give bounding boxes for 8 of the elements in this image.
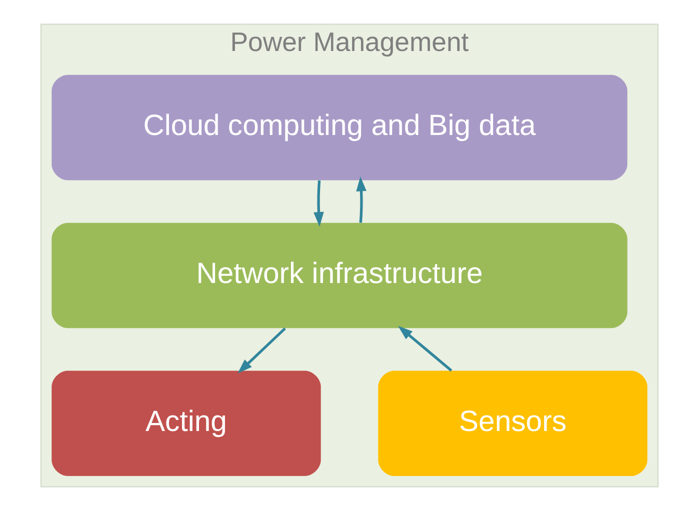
arrow [313, 180, 324, 227]
arrow [237, 327, 286, 374]
arrow [356, 176, 366, 223]
node-box: Cloud computing and Big data [51, 74, 627, 180]
node-box: Acting [51, 370, 320, 476]
node-box: Sensors [378, 370, 647, 476]
arrow [397, 326, 452, 372]
node-box: Network infrastructure [51, 222, 627, 328]
